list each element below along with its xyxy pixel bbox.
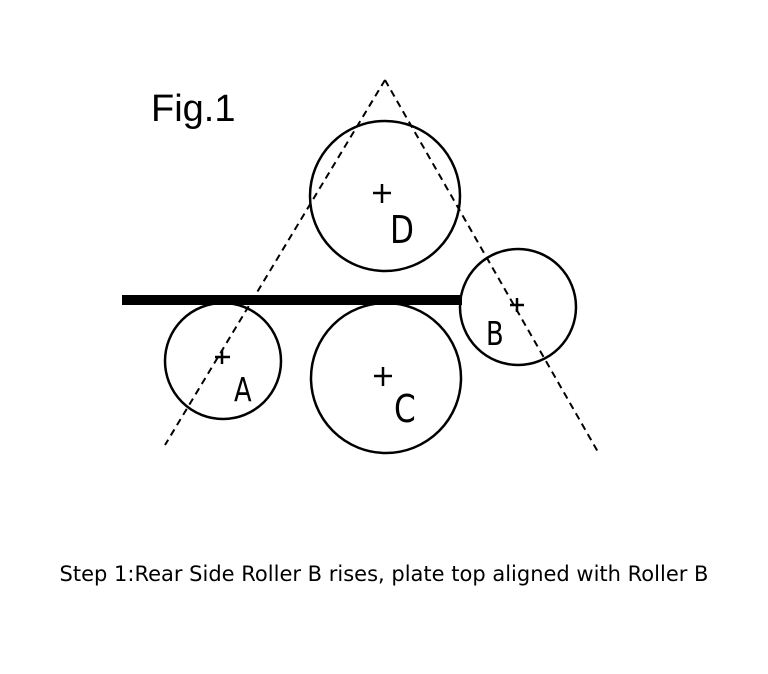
right-guide-line <box>384 79 599 453</box>
roller-b-center-mark <box>510 298 524 312</box>
figure-title: Fig.1 <box>151 88 235 130</box>
roller-c <box>309 301 463 455</box>
roller-a-label: A <box>234 371 252 409</box>
roller-c-label: C <box>394 388 416 432</box>
roller-c-center-mark <box>374 367 392 386</box>
roller-d <box>308 119 462 273</box>
roller-b-label: B <box>486 315 504 353</box>
roller-b <box>458 247 578 367</box>
roller-a-center-mark <box>215 350 230 364</box>
roller-d-label: D <box>390 209 414 253</box>
roller-a <box>163 301 283 421</box>
roller-d-center-mark <box>373 184 391 203</box>
step-caption: Step 1:Rear Side Roller B rises, plate t… <box>59 562 709 586</box>
